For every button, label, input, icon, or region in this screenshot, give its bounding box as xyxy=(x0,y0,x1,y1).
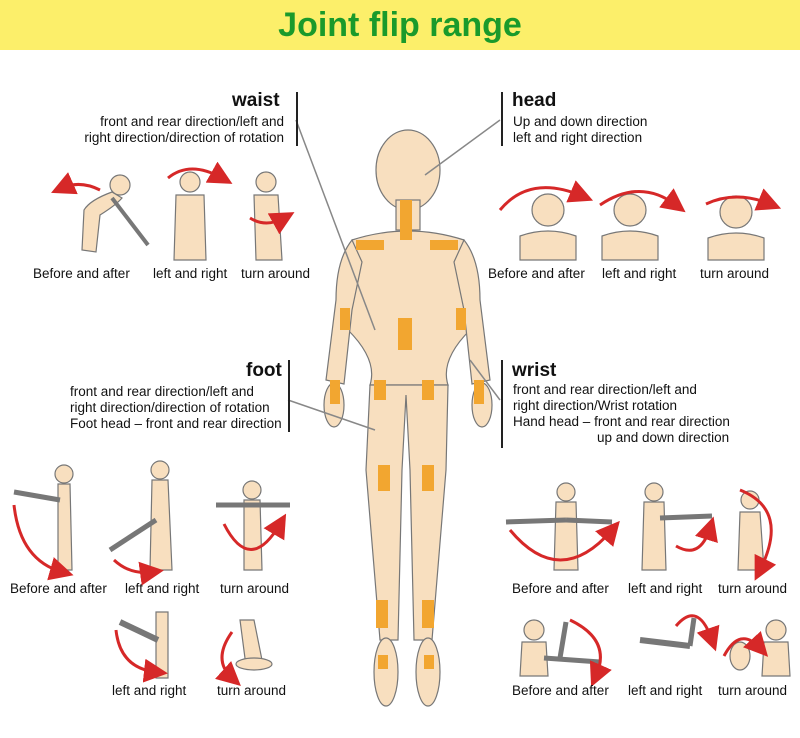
foot-caption-turn-around: turn around xyxy=(220,581,290,596)
wrist-figure-turn-around xyxy=(737,488,777,581)
wrist-desc-line-3: Hand head – front and rear direction xyxy=(513,414,730,429)
foot-figure-turn-around xyxy=(216,480,290,571)
waist-desc-line-1: front and rear direction/left and xyxy=(100,114,284,129)
wrist-caption-turn-around: turn around xyxy=(718,581,788,596)
foot-desc-line-1: front and rear direction/left and xyxy=(70,384,254,399)
waist-description: front and rear direction/left and right … xyxy=(84,114,284,146)
waist-figure-before-after xyxy=(51,172,150,253)
head-caption-left-right: left and right xyxy=(602,266,677,281)
wrist-desc-line-4: up and down direction xyxy=(597,430,730,445)
foot-description: front and rear direction/left and right … xyxy=(70,384,282,432)
foot-divider xyxy=(288,360,290,432)
waist-title: waist xyxy=(232,90,280,111)
foot-figure-before-after xyxy=(12,464,74,581)
foot-figure-turn-around-2 xyxy=(215,619,273,687)
wrist-caption-turn-around-2: turn around xyxy=(718,683,788,698)
wrist-description: front and rear direction/left and right … xyxy=(513,382,730,446)
wrist-desc-line-1: front and rear direction/left and xyxy=(513,382,697,397)
head-caption-turn-around: turn around xyxy=(700,266,770,281)
foot-figure-left-right-2 xyxy=(114,611,169,683)
waist-figure-left-right xyxy=(167,161,233,261)
wrist-figure-before-after-2 xyxy=(519,618,612,687)
head-desc-line-1: Up and down direction xyxy=(513,114,648,129)
head-figure-before-after xyxy=(498,180,594,261)
foot-title: foot xyxy=(246,360,282,381)
central-body-figure xyxy=(323,129,493,707)
wrist-figure-turn-around-2 xyxy=(722,619,791,677)
waist-caption-left-right: left and right xyxy=(153,266,228,281)
head-title: head xyxy=(512,90,557,111)
foot-desc-line-3: Foot head – front and rear direction xyxy=(70,416,282,431)
wrist-title: wrist xyxy=(512,360,557,381)
wrist-figure-left-right xyxy=(641,482,718,571)
foot-caption-left-right-2: left and right xyxy=(112,683,187,698)
wrist-figure-before-after xyxy=(505,482,620,571)
title-banner: Joint flip range xyxy=(0,0,800,50)
head-description: Up and down direction left and right dir… xyxy=(513,114,647,146)
waist-caption-before-after: Before and after xyxy=(33,266,130,281)
head-divider xyxy=(501,92,503,146)
wrist-caption-left-right: left and right xyxy=(628,581,703,596)
wrist-divider xyxy=(501,360,503,448)
foot-desc-line-2: right direction/direction of rotation xyxy=(70,400,270,415)
wrist-caption-before-after-2: Before and after xyxy=(512,683,609,698)
wrist-desc-line-2: right direction/Wrist rotation xyxy=(513,398,678,413)
wrist-caption-before-after: Before and after xyxy=(512,581,609,596)
foot-caption-left-right: left and right xyxy=(125,581,200,596)
head-figure-left-right xyxy=(599,188,686,261)
foot-caption-turn-around-2: turn around xyxy=(217,683,287,698)
page-title: Joint flip range xyxy=(278,6,522,44)
waist-figure-turn-around xyxy=(249,171,295,261)
foot-figure-left-right xyxy=(108,460,173,586)
wrist-caption-left-right-2: left and right xyxy=(628,683,703,698)
head-desc-line-2: left and right direction xyxy=(513,130,643,145)
waist-divider xyxy=(296,92,298,146)
leader-lines xyxy=(287,119,501,431)
waist-desc-line-2: right direction/direction of rotation xyxy=(84,130,284,145)
foot-caption-before-after: Before and after xyxy=(10,581,107,596)
head-figure-turn-around xyxy=(705,188,782,261)
head-caption-before-after: Before and after xyxy=(488,266,585,281)
waist-caption-turn-around: turn around xyxy=(241,266,311,281)
wrist-figure-left-right-2 xyxy=(639,614,720,652)
